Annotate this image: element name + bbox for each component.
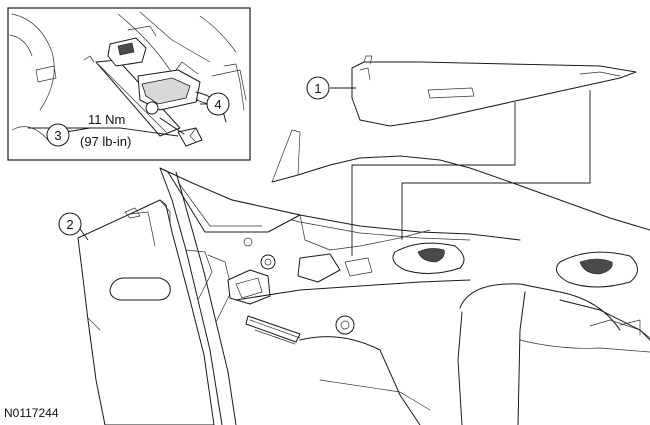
callout-4: 4 (200, 92, 230, 116)
callout-1: 1 (306, 76, 356, 100)
item-1-leader-lines (351, 90, 591, 256)
callout-2-label: 2 (66, 217, 73, 232)
quarter-trim-panel (77, 199, 215, 425)
callout-3-label: 3 (54, 128, 61, 143)
callout-1-label: 1 (314, 81, 321, 96)
callout-2: 2 (58, 212, 89, 241)
package-tray-trim-piece (351, 55, 637, 127)
torque-imperial: (97 lb-in) (80, 134, 131, 149)
torque-spec: 11 Nm (97 lb-in) (80, 112, 131, 149)
torque-metric: 11 Nm (88, 112, 125, 127)
callout-3: 3 (46, 123, 91, 147)
callout-4-label: 4 (214, 97, 221, 112)
figure-reference-code: N0117244 (4, 406, 59, 420)
vehicle-interior-illustration (159, 129, 650, 425)
